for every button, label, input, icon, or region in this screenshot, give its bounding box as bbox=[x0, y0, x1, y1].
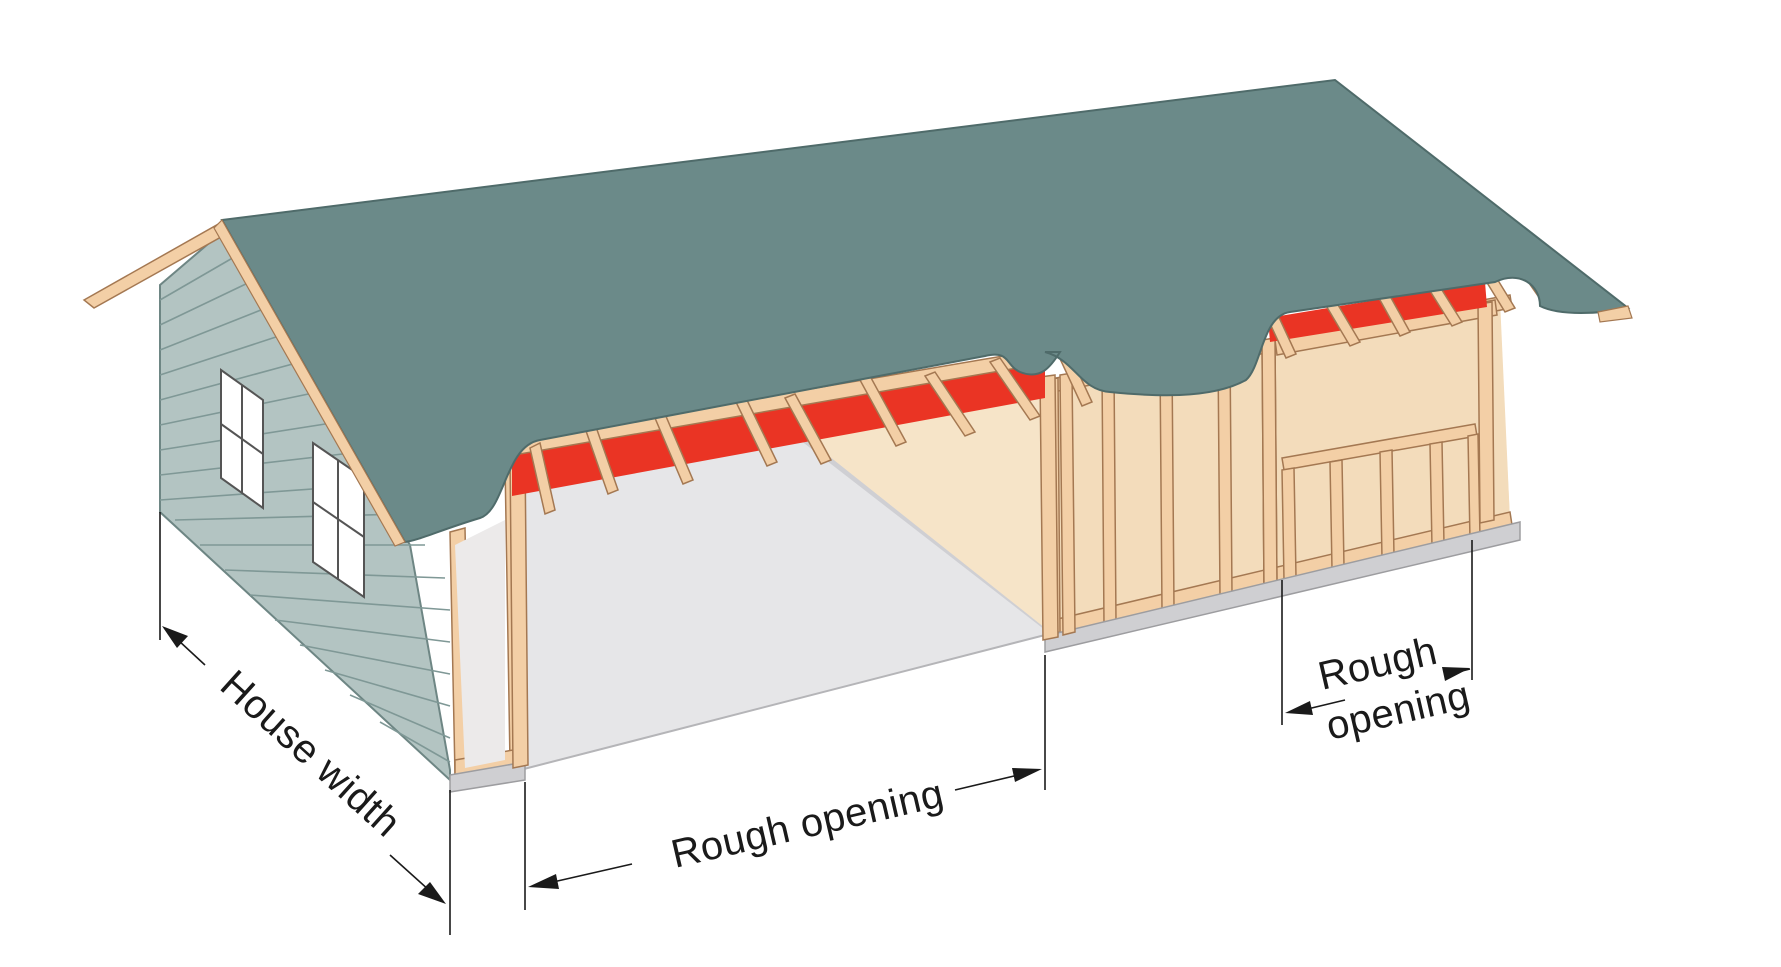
garage-door-frame bbox=[509, 372, 1076, 769]
arrowhead-rough-garage-start bbox=[528, 874, 559, 889]
window-right bbox=[312, 441, 365, 599]
garage-header-red bbox=[512, 362, 1045, 496]
foundation-left bbox=[449, 761, 526, 793]
roof-gable-edge bbox=[213, 219, 406, 547]
roof bbox=[220, 78, 1631, 544]
arrowhead-house-width-end bbox=[418, 882, 446, 904]
label-rough-opening-garage: Rough opening bbox=[667, 771, 948, 876]
arrowhead-rough-window-start bbox=[1285, 701, 1313, 715]
arrowhead-house-width-start bbox=[162, 626, 188, 648]
arrowhead-rough-window-end bbox=[1442, 667, 1470, 681]
window-left bbox=[220, 368, 264, 510]
window-header-red bbox=[1268, 282, 1487, 342]
arrowhead-rough-garage-end bbox=[1012, 768, 1042, 782]
roof-right-eave bbox=[1597, 305, 1633, 323]
